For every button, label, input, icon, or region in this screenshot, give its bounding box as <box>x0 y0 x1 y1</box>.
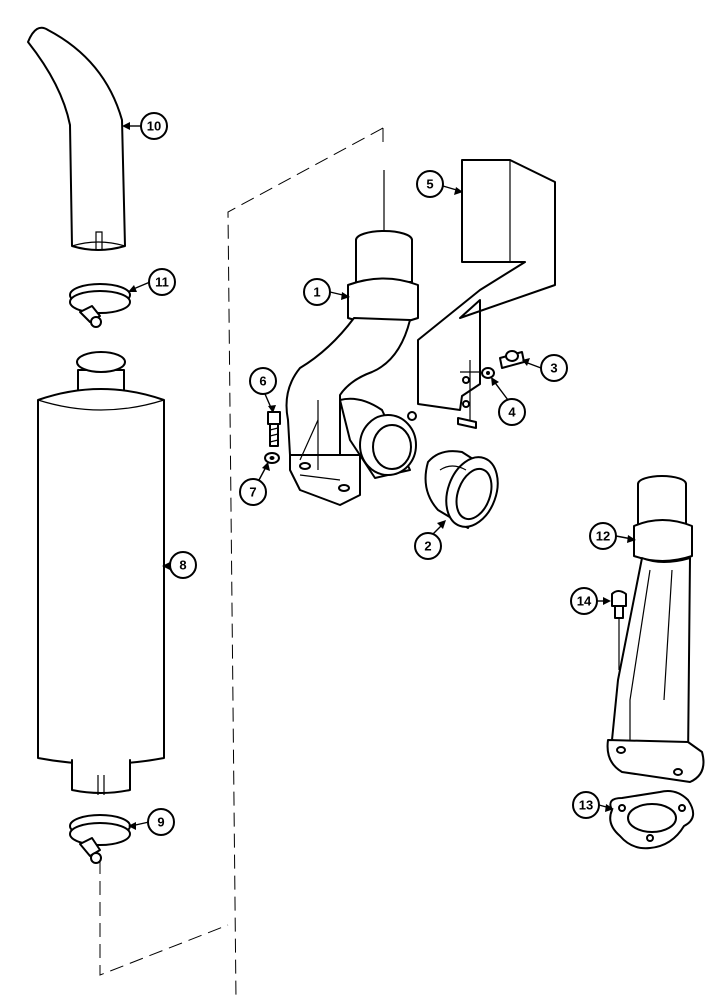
svg-text:3: 3 <box>550 361 557 376</box>
part-5-mounting-bracket <box>417 159 556 429</box>
svg-text:13: 13 <box>579 798 593 813</box>
svg-text:7: 7 <box>249 485 256 500</box>
svg-text:4: 4 <box>508 405 516 420</box>
part-3-bolt <box>499 350 525 369</box>
part-12-exhaust-pipe-vertical <box>606 475 705 783</box>
callout-4: 4 <box>498 398 526 426</box>
part-2-coupling-sleeve <box>424 450 499 529</box>
part-9-hose-clamp-lower <box>69 814 131 864</box>
callout-14: 14 <box>570 587 598 615</box>
part-13-gasket <box>609 790 695 850</box>
part-4-washer <box>481 367 495 379</box>
part-8-muffler <box>37 351 165 795</box>
leader-lines <box>122 122 636 830</box>
svg-text:10: 10 <box>147 119 161 134</box>
part-1-exhaust-elbow <box>285 170 419 506</box>
assembly-frame-dashed <box>99 127 384 1000</box>
callout-5: 5 <box>416 170 444 198</box>
callout-1: 1 <box>303 278 331 306</box>
part-11-hose-clamp-upper <box>69 283 131 328</box>
part-10-tail-pipe <box>27 26 126 251</box>
callout-10: 10 <box>140 112 168 140</box>
svg-text:6: 6 <box>259 374 266 389</box>
part-7-washer <box>264 452 280 464</box>
svg-text:14: 14 <box>577 594 592 609</box>
callout-12: 12 <box>589 522 617 550</box>
callout-9: 9 <box>147 808 175 836</box>
callout-11: 11 <box>148 268 176 296</box>
svg-text:1: 1 <box>313 285 320 300</box>
svg-text:8: 8 <box>179 558 186 573</box>
svg-text:5: 5 <box>426 177 433 192</box>
part-6-bolt <box>267 411 281 447</box>
callout-13: 13 <box>572 791 600 819</box>
svg-text:9: 9 <box>157 815 164 830</box>
svg-text:12: 12 <box>596 529 610 544</box>
callout-3: 3 <box>540 354 568 382</box>
callout-2: 2 <box>414 532 442 560</box>
callout-7: 7 <box>239 478 267 506</box>
svg-text:11: 11 <box>155 275 169 290</box>
svg-text:2: 2 <box>424 539 431 554</box>
part-14-cap-screw <box>611 590 627 670</box>
callout-8: 8 <box>169 551 197 579</box>
callout-6: 6 <box>249 367 277 395</box>
